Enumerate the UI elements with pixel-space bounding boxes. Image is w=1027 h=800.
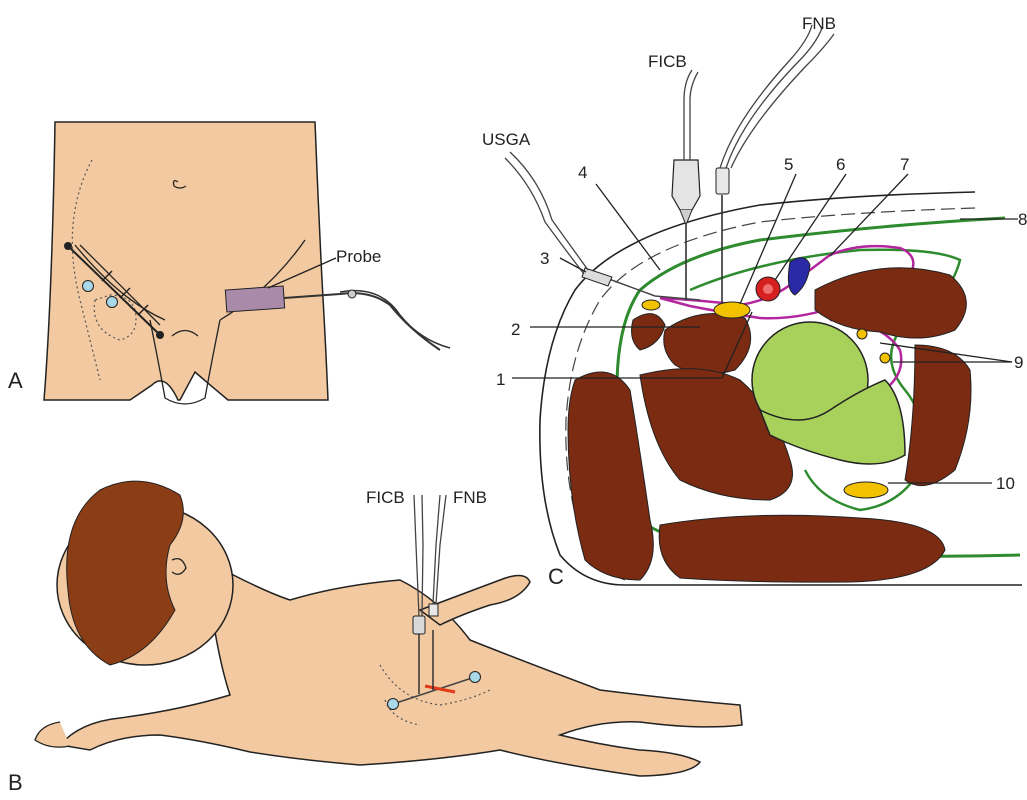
obturator-nerve-2 [880, 353, 890, 363]
lat-femoral-cutaneous-nerve [642, 300, 660, 310]
number-8: 8 [1018, 210, 1027, 229]
panel-a-label: A [8, 368, 23, 393]
usga-label: USGA [482, 130, 531, 149]
landmark-dot-1 [83, 281, 94, 292]
infant-landmark-dot-2 [470, 672, 481, 683]
number-6: 6 [836, 155, 845, 174]
number-5: 5 [784, 155, 793, 174]
asis-dot [64, 242, 72, 250]
panel-b-label: B [8, 770, 23, 795]
ficb-hub-c [672, 160, 700, 210]
fnb-hub-c [716, 168, 729, 194]
number-2: 2 [511, 320, 520, 339]
infant-hand-left [35, 722, 70, 747]
number-4: 4 [578, 163, 587, 182]
femoral-nerve [714, 302, 750, 318]
ficb-label-b: FICB [366, 488, 405, 507]
landmark-dot-2 [107, 297, 118, 308]
sciatic-nerve [844, 482, 888, 498]
number-7: 7 [900, 155, 909, 174]
fnb-label-c: FNB [802, 14, 836, 33]
probe-label: Probe [336, 247, 381, 266]
ficb-label-c: FICB [648, 52, 687, 71]
number-1: 1 [496, 370, 505, 389]
ficb-tube-c [684, 70, 698, 160]
fnb-tube-c [720, 25, 834, 168]
ficb-hub-b [413, 616, 425, 634]
infant-landmark-dot-1 [388, 699, 399, 710]
fnb-label-b: FNB [453, 488, 487, 507]
artery-lumen [763, 284, 773, 294]
pubic-tubercle-dot [156, 331, 164, 339]
panel-c-label: C [548, 564, 564, 589]
number-3: 3 [540, 249, 549, 268]
ultrasound-probe [225, 286, 284, 312]
number-10: 10 [996, 474, 1015, 493]
fnb-tube-b [433, 495, 446, 604]
probe-cable-2 [340, 291, 450, 348]
probe-connector [348, 290, 356, 298]
fnb-hub-b [429, 604, 438, 616]
obturator-nerve-1 [857, 329, 867, 339]
panel-c: USGA FICB FNB 1 2 3 4 5 6 7 8 9 10 C [482, 14, 1027, 589]
torso-skin [44, 122, 328, 400]
muscle-hamstring [659, 515, 945, 582]
number-9: 9 [1014, 353, 1023, 372]
panel-a: Probe A [8, 122, 450, 404]
